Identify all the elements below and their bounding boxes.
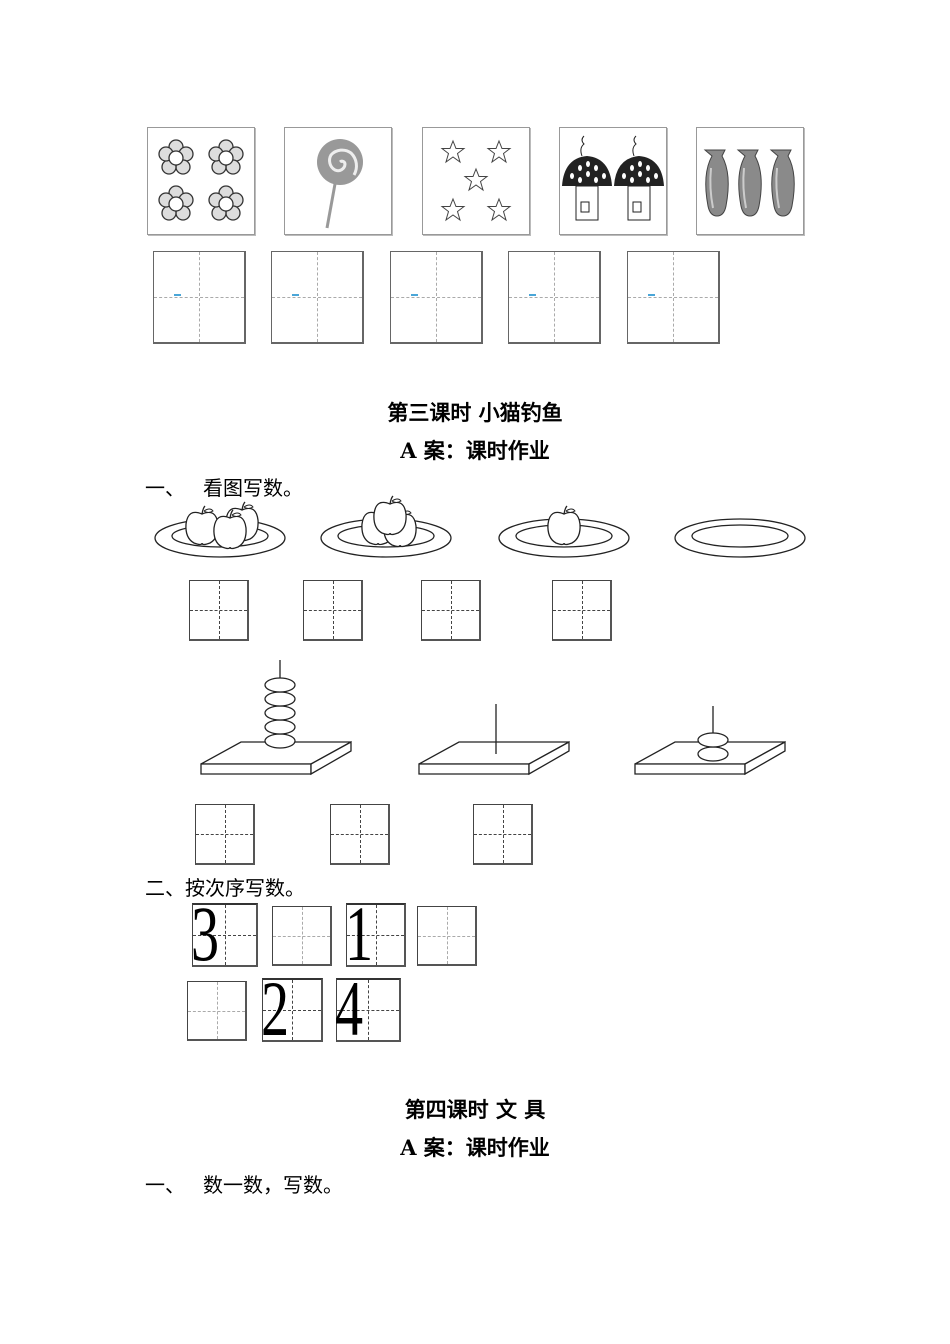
- lesson4-title: 第四课时 文 具: [404, 1097, 546, 1122]
- plate-answer-box[interactable]: [421, 580, 481, 641]
- vase-icon: [703, 149, 795, 217]
- sequence-digit: 2: [261, 965, 290, 1052]
- abacus-boards: [200, 660, 786, 775]
- vases-picture: [696, 127, 804, 235]
- sequence-digit: 4: [335, 965, 364, 1052]
- cursor-mark: [292, 294, 299, 296]
- mushroom-house-icon: [562, 135, 664, 221]
- cursor-mark: [174, 294, 181, 296]
- abacus-answer-box[interactable]: [195, 804, 255, 865]
- cursor-mark: [648, 294, 655, 296]
- answer-box[interactable]: [390, 251, 483, 344]
- cursor-mark: [411, 294, 418, 296]
- plate-empty: [674, 518, 806, 558]
- lollipop-picture: [284, 127, 392, 235]
- plate-3-apples: [154, 501, 286, 558]
- flowers-picture: [147, 127, 255, 235]
- answer-box[interactable]: [627, 251, 720, 344]
- sequence-digit: 1: [345, 890, 374, 977]
- sequence-box[interactable]: 3: [191, 895, 258, 973]
- star-icon: [441, 140, 511, 221]
- abacus-answer-box[interactable]: [330, 804, 390, 865]
- abacus-5-beads: [200, 660, 352, 775]
- question-text: 看图写数。: [203, 476, 303, 500]
- plate-answer-box[interactable]: [552, 580, 612, 641]
- question-text: 数一数，写数。: [203, 1173, 343, 1197]
- sequence-box[interactable]: 2: [261, 970, 323, 1048]
- lesson3-question1: 一、看图写数。: [145, 472, 303, 501]
- lesson3-title: 第三课时 小猫钓鱼: [387, 400, 563, 425]
- plate-2-apples: [320, 495, 452, 558]
- sequence-digit: 3: [191, 890, 220, 977]
- lesson4-question1: 一、数一数，写数。: [145, 1169, 343, 1198]
- question-number: 一、: [145, 1173, 185, 1197]
- abacus-0-beads: [418, 704, 570, 775]
- abacus-answer-box[interactable]: [473, 804, 533, 865]
- plate-1-apple: [498, 505, 630, 558]
- sequence-box[interactable]: [272, 906, 332, 966]
- sequence-box[interactable]: 4: [335, 970, 401, 1048]
- cursor-mark: [529, 294, 536, 296]
- lesson3-subtitle: A 案：课时作业: [400, 438, 550, 463]
- flower-icon: [158, 139, 244, 221]
- plate-answer-box[interactable]: [303, 580, 363, 641]
- lesson3-question2: 二、按次序写数。: [145, 876, 305, 900]
- plate-answer-box[interactable]: [189, 580, 249, 641]
- answer-box[interactable]: [153, 251, 246, 344]
- question-number: 一、: [145, 476, 185, 500]
- sequence-box[interactable]: [187, 981, 247, 1041]
- answer-box[interactable]: [271, 251, 364, 344]
- lesson4-subtitle: A 案：课时作业: [400, 1135, 550, 1160]
- stars-picture: [422, 127, 530, 235]
- sequence-box[interactable]: 1: [345, 895, 406, 973]
- answer-box[interactable]: [508, 251, 601, 344]
- mushroom-houses-picture: [559, 127, 667, 235]
- abacus-2-beads: [634, 706, 786, 775]
- sequence-box[interactable]: [417, 906, 477, 966]
- lollipop-icon: [317, 139, 363, 229]
- apple-plates: [154, 495, 806, 558]
